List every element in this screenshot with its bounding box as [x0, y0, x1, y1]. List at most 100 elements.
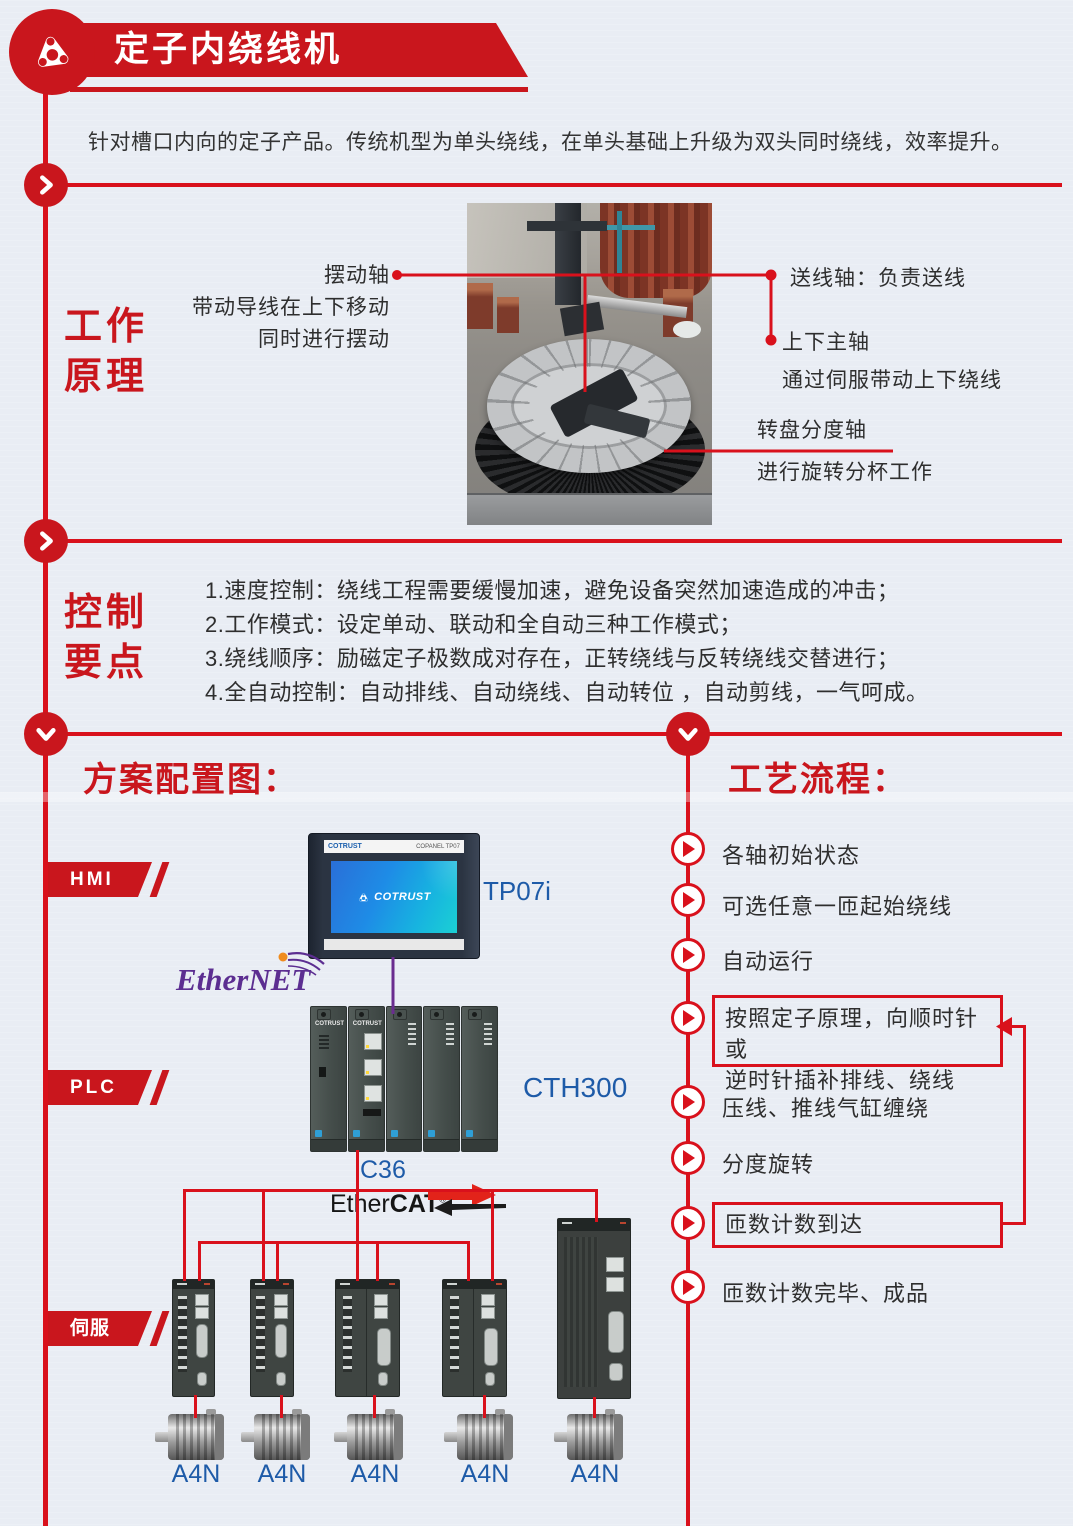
ethernet-port — [606, 1257, 624, 1272]
process-step-8: 匝数计数完毕、成品 — [722, 1281, 930, 1306]
background-band — [0, 792, 1073, 802]
module-chip — [352, 1130, 360, 1137]
plc-io-module — [423, 1006, 461, 1152]
module-chip — [466, 1130, 474, 1137]
hmi-bezel-bottom — [324, 939, 464, 950]
layer-banner-hmi: HMI — [48, 862, 170, 897]
servo-drive-4 — [442, 1279, 507, 1397]
control-item-1: 1.速度控制：绕线工程需要缓慢加速，避免设备突然加速造成的冲击； — [205, 578, 900, 603]
hmi-panel-device: COTRUST COPANEL TP07 COTRUST — [308, 833, 480, 959]
mounting-tab — [430, 1009, 445, 1020]
small-connector — [609, 1363, 623, 1381]
photo-cup — [673, 321, 701, 338]
chevron-down-icon — [36, 728, 56, 741]
process-step-6: 分度旋转 — [722, 1152, 815, 1177]
motor-tab — [292, 1409, 302, 1415]
control-item-2: 2.工作模式：设定单动、联动和全自动三种工作模式； — [205, 612, 742, 637]
drive-connector-column — [343, 1296, 352, 1372]
module-chip — [390, 1130, 398, 1137]
plc-brand-text: COTRUST — [315, 1021, 344, 1027]
servo-drive-5 — [557, 1218, 631, 1399]
plc-brand-text: COTRUST — [352, 1021, 382, 1027]
ethercat-arrows-icon — [428, 1184, 506, 1216]
hmi-model-label: TP07i — [483, 876, 551, 906]
chevron-marker-solution — [24, 712, 68, 756]
plc-model-label: CTH300 — [523, 1072, 628, 1103]
layer-banner-plc: PLC — [48, 1070, 170, 1105]
layer-label-plc: PLC — [48, 1070, 152, 1105]
swing-axis-callout: 摆动轴 带动导线在上下移动 同时进行摆动 — [150, 260, 390, 356]
small-connector — [197, 1372, 207, 1386]
swing-axis-desc1: 带动导线在上下移动 — [192, 296, 390, 319]
servo-model-label: A4N — [257, 1460, 307, 1488]
ethercat-logo: EtherCAT® — [330, 1184, 506, 1219]
ethernet-logo-text: EtherNET — [176, 962, 311, 997]
spindle-desc: 通过伺服带动上下绕线 — [782, 369, 1002, 392]
ethernet-port — [195, 1307, 209, 1319]
brand-logo-badge — [9, 9, 95, 95]
step-arrow-icon — [671, 1085, 705, 1119]
motor-shaft — [334, 1432, 347, 1442]
process-spine-line — [686, 734, 690, 1526]
swing-axis-label: 摆动轴 — [324, 264, 390, 287]
dsub-connector — [196, 1324, 208, 1358]
module-chip — [315, 1130, 322, 1137]
step-arrow-icon — [671, 1206, 705, 1240]
motor-tab — [605, 1409, 615, 1415]
motor-cap — [301, 1414, 310, 1460]
motor-cap — [394, 1414, 403, 1460]
module-foot — [424, 1139, 460, 1151]
control-points-title: 控制 要点 — [64, 592, 149, 684]
banner-sliver — [149, 1311, 170, 1346]
motor-cap — [504, 1414, 513, 1460]
process-step-4: 按照定子原理，向顺时针或 逆时针插补排线、绕线 — [725, 1006, 979, 1093]
step-arrow-icon — [671, 1270, 705, 1304]
motor-shaft — [554, 1432, 567, 1442]
drive-divider — [366, 1289, 367, 1396]
chevron-marker-control — [24, 519, 68, 563]
module-vents — [319, 1035, 329, 1051]
motor-shaft — [155, 1432, 168, 1442]
drive-connector-column — [178, 1296, 187, 1372]
photo-bracket — [559, 301, 605, 337]
section-rule-2 — [45, 539, 1062, 543]
plc-io-module — [385, 1006, 423, 1152]
hmi-screen: COTRUST — [331, 861, 457, 933]
hmi-screen-logo: COTRUST — [357, 891, 431, 904]
swing-axis-desc2: 同时进行摆动 — [258, 328, 390, 351]
ethernet-port — [363, 1085, 382, 1102]
hmi-bezel-model: COPANEL TP07 — [416, 843, 460, 850]
process-title: 工艺流程： — [728, 761, 908, 799]
ethernet-port — [363, 1059, 382, 1076]
module-port-marks — [483, 1023, 492, 1047]
process-step-5: 压线、推线气缸缠绕 — [722, 1096, 930, 1121]
process-step-1: 各轴初始状态 — [722, 843, 861, 868]
ethernet-port — [274, 1307, 288, 1319]
small-connector — [378, 1372, 388, 1386]
plc-power-module: COTRUST — [310, 1006, 347, 1152]
servo-motor-1 — [155, 1409, 224, 1460]
left-spine-line — [43, 60, 48, 1526]
intro-text: 针对槽口内向的定子产品。传统机型为单头绕线，在单头基础上升级为双头同时绕线，效率… — [88, 131, 1013, 154]
ethernet-swoosh-icon — [278, 952, 325, 976]
drive-top-strip — [558, 1219, 630, 1231]
process-step-4-box: 按照定子原理，向顺时针或 逆时针插补排线、绕线 — [712, 995, 1003, 1093]
solution-title: 方案配置图： — [83, 761, 299, 799]
machine-photo — [467, 203, 712, 525]
module-foot — [348, 1139, 384, 1151]
hmi-bezel-strip: COTRUST COPANEL TP07 — [324, 840, 464, 853]
motor-cap — [215, 1414, 224, 1460]
ethernet-port — [363, 1033, 382, 1050]
dsub-connector — [484, 1328, 498, 1366]
process-step-3: 自动运行 — [722, 949, 815, 974]
servo-model-label: A4N — [460, 1460, 510, 1488]
drive-vent-panel — [564, 1237, 598, 1387]
servo-motor-4 — [444, 1409, 513, 1460]
control-points-list: 1.速度控制：绕线工程需要缓慢加速，避免设备突然加速造成的冲击； 2.工作模式：… — [205, 574, 928, 710]
ethernet-port — [374, 1294, 388, 1306]
mounting-tab — [392, 1009, 407, 1020]
drive-top-strip — [251, 1280, 293, 1289]
layer-banner-servo: 伺服 — [48, 1311, 170, 1346]
ethernet-port — [195, 1294, 209, 1306]
